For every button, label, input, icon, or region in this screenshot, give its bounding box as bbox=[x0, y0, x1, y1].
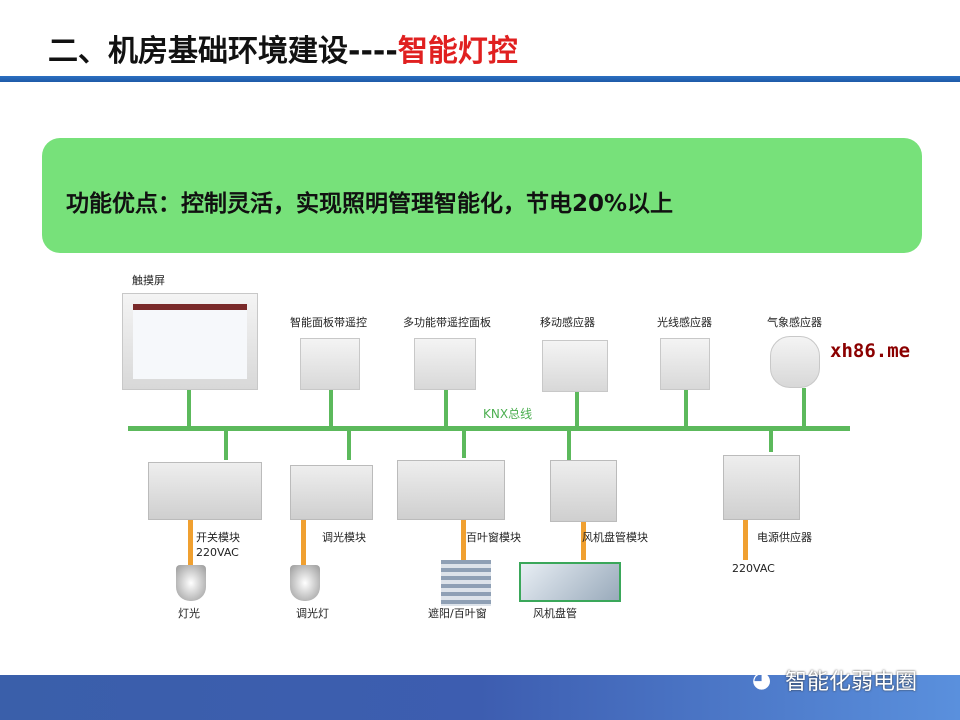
watermark: xh86.me bbox=[830, 340, 911, 362]
bus-drop bbox=[444, 390, 448, 428]
bus-label: KNX总线 bbox=[483, 407, 533, 421]
bus-drop bbox=[347, 430, 351, 460]
power-line bbox=[461, 520, 466, 562]
bus-drop bbox=[567, 430, 571, 460]
load-label: 遮阳/百叶窗 bbox=[428, 607, 487, 620]
switch-module-image bbox=[148, 462, 262, 520]
banner-text: 功能优点：控制灵活，实现照明管理智能化，节电20%以上 bbox=[66, 191, 674, 217]
power-line bbox=[743, 520, 748, 560]
load-label: 调光灯 bbox=[296, 607, 329, 620]
lamp-image bbox=[176, 565, 206, 601]
bus-drop bbox=[329, 390, 333, 428]
feature-banner: 功能优点：控制灵活，实现照明管理智能化，节电20%以上 bbox=[42, 138, 922, 253]
device-label: 触摸屏 bbox=[132, 274, 165, 287]
bus-drop bbox=[462, 430, 466, 458]
power-supply-image bbox=[723, 455, 800, 520]
title-divider bbox=[0, 76, 960, 82]
device-label: 光线感应器 bbox=[657, 316, 712, 329]
device-label: 智能面板带遥控 bbox=[290, 316, 367, 329]
voltage-label: 220VAC bbox=[732, 562, 775, 575]
module-label: 百叶窗模块 bbox=[466, 531, 521, 544]
page-title: 二、机房基础环境建设----智能灯控 bbox=[48, 34, 518, 69]
module-label: 调光模块 bbox=[322, 531, 366, 544]
bus-drop bbox=[187, 390, 191, 428]
device-label: 气象感应器 bbox=[767, 316, 822, 329]
bus-drop bbox=[802, 388, 806, 428]
blind-module-image bbox=[397, 460, 505, 520]
multi-panel-image bbox=[414, 338, 476, 390]
voltage-label: 220VAC bbox=[196, 546, 239, 559]
module-label: 电源供应器 bbox=[757, 531, 812, 544]
footer-brand: 智能化弱电圈 bbox=[785, 670, 918, 695]
power-line bbox=[188, 520, 193, 568]
device-label: 多功能带遥控面板 bbox=[403, 316, 491, 329]
wechat-icon: ◕ bbox=[752, 668, 772, 693]
module-label: 风机盘管模块 bbox=[582, 531, 648, 544]
module-label: 开关模块 bbox=[196, 531, 240, 544]
power-line bbox=[581, 522, 586, 560]
footer-band bbox=[0, 675, 960, 720]
knx-bus-line bbox=[128, 426, 850, 431]
dimmable-lamp-image bbox=[290, 565, 320, 601]
load-label: 灯光 bbox=[178, 607, 200, 620]
motion-sensor-image bbox=[542, 340, 608, 392]
blind-image bbox=[441, 560, 491, 606]
fan-coil-image bbox=[519, 562, 621, 602]
light-sensor-image bbox=[660, 338, 710, 390]
panel-image bbox=[300, 338, 360, 390]
device-label: 移动感应器 bbox=[540, 316, 595, 329]
bus-drop bbox=[769, 430, 773, 452]
bus-drop bbox=[224, 430, 228, 460]
touchscreen-image bbox=[122, 293, 258, 390]
fan-coil-module-image bbox=[550, 460, 617, 522]
bus-drop bbox=[684, 390, 688, 428]
power-line bbox=[301, 520, 306, 568]
weather-sensor-image bbox=[770, 336, 820, 388]
load-label: 风机盘管 bbox=[533, 607, 577, 620]
bus-drop bbox=[575, 392, 579, 428]
dimmer-module-image bbox=[290, 465, 373, 520]
